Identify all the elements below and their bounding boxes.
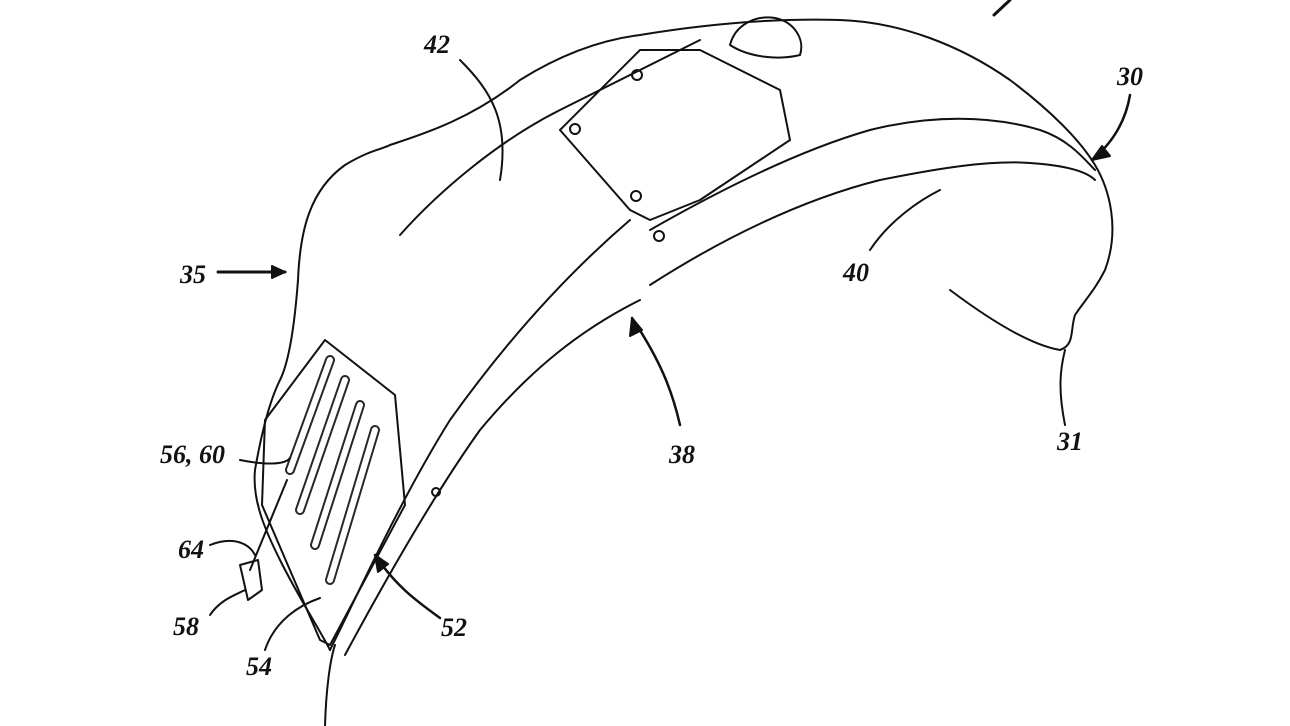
heater-pad	[261, 339, 406, 646]
leader-54	[264, 597, 321, 651]
connector	[239, 559, 263, 601]
fastener-plate	[559, 49, 791, 221]
leader-56-60	[239, 457, 291, 465]
front-panel-edge	[253, 279, 331, 651]
arrow-38	[630, 316, 682, 427]
ref-label-42: 42	[424, 30, 450, 59]
ref-label-52: 52	[441, 613, 467, 642]
ref-label-58: 58	[173, 612, 199, 641]
leader-64	[209, 539, 256, 556]
liner-outer-edge	[297, 18, 1114, 351]
fastener-hole	[631, 69, 643, 81]
ref-label-64: 64	[178, 535, 204, 564]
lead-wire	[249, 479, 288, 571]
leader-bottom	[324, 644, 336, 726]
ref-label-38: 38	[669, 440, 695, 469]
arrow-top	[992, 0, 1012, 17]
ref-label-35: 35	[180, 260, 206, 289]
leader-42	[459, 59, 504, 181]
fastener-hole	[431, 487, 441, 497]
arrow-30	[1090, 93, 1132, 162]
ref-label-30: 30	[1117, 62, 1143, 91]
ref-label-31: 31	[1057, 427, 1083, 456]
front-inner-flange	[399, 39, 701, 236]
fastener-hole	[653, 230, 665, 242]
fastener-hole	[630, 190, 642, 202]
ref-label-40: 40	[843, 258, 869, 287]
ref-label-56-60: 56, 60	[160, 440, 225, 469]
leader-58	[209, 589, 246, 616]
top-boss	[729, 16, 803, 59]
fastener-hole	[569, 123, 581, 135]
leader-40	[869, 189, 941, 251]
ref-label-54: 54	[246, 652, 272, 681]
leader-31	[1059, 349, 1066, 426]
liner-inner-arch	[649, 161, 1096, 286]
front-lower-flange-2	[344, 299, 641, 656]
liner-mid-arch	[649, 117, 1096, 231]
